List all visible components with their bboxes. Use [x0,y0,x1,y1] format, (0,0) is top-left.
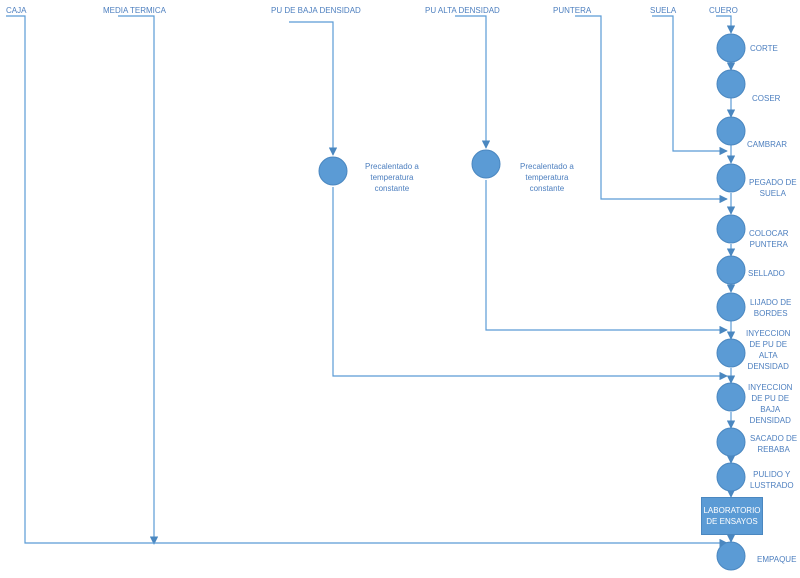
process-colocar-line-1: COLOCAR [749,229,789,238]
preheat-alta-line-2: temperatura [525,173,569,182]
process-lijado-line-1: LIJADO DE [750,298,792,307]
process-cambrar-line-1: CAMBRAR [747,140,788,149]
process-iny-alta-line-1: INYECCION [746,329,791,338]
process-cambrar-label: CAMBRAR [747,139,787,150]
lab-box: LABORATORIO DE ENSAYOS [701,497,763,535]
process-iny-baja-line-3: BAJA [760,405,781,414]
process-iny-alta-line-4: DENSIDAD [747,362,789,371]
process-node-colocar [716,214,746,244]
process-iny-alta-label: INYECCION DE PU DE ALTA DENSIDAD [746,328,790,372]
process-iny-alta-line-2: DE PU DE [749,340,788,349]
preheat-alta-label: Precalentado a temperatura constante [520,161,574,194]
preheat-alta-line-3: constante [529,184,565,193]
flow-preheat-alta-to-iny-alta [485,180,728,335]
process-sacado-label: SACADO DE REBABA [750,433,797,455]
process-empaque-line-1: EMPAQUE [757,555,797,564]
process-coser-line-1: COSER [752,94,781,103]
process-node-pegado [716,163,746,193]
process-iny-baja-label: INYECCION DE PU DE BAJA DENSIDAD [748,382,792,426]
flow-puntera-to-pegado [575,15,728,204]
process-node-iny-alta [716,338,746,368]
flow-pu-alta-to-preheat [455,15,491,149]
process-iny-baja-line-4: DENSIDAD [749,416,791,425]
input-pu-baja-label: PU DE BAJA DENSIDAD [271,6,361,15]
process-colocar-label: COLOCAR PUNTERA [749,228,789,250]
process-corte-label: CORTE [750,43,778,54]
input-suela-label: SUELA [650,6,677,15]
preheat-node-alta [471,149,501,179]
process-node-sellado [716,255,746,285]
process-pulido-label: PULIDO Y LUSTRADO [750,469,794,491]
process-node-lijado [716,292,746,322]
preheat-baja-label: Precalentado a temperatura constante [365,161,419,194]
process-sacado-line-2: REBABA [757,445,790,454]
input-puntera-label: PUNTERA [553,6,592,15]
process-node-sacado [716,427,746,457]
flow-caja-to-empaque [6,15,728,548]
process-iny-alta-line-3: ALTA [758,351,778,360]
flow-suela-to-cambrar [652,15,728,156]
process-corte-line-1: CORTE [750,44,778,53]
process-pegado-line-2: SUELA [759,189,786,198]
process-colocar-line-2: PUNTERA [749,240,788,249]
process-iny-baja-line-1: INYECCION [748,383,793,392]
process-node-iny-baja [716,382,746,412]
process-pulido-line-1: PULIDO Y [753,470,791,479]
process-node-cambrar [716,116,746,146]
process-lijado-line-2: BORDES [753,309,788,318]
preheat-baja-line-3: constante [374,184,410,193]
flow-cuero-to-corte [716,15,736,34]
process-sellado-line-1: SELLADO [748,269,785,278]
preheat-baja-line-2: temperatura [370,173,414,182]
input-media-termica-label: MEDIA TERMICA [103,6,166,15]
process-node-pulido [716,462,746,492]
preheat-alta-line-1: Precalentado a [520,162,574,171]
process-pulido-line-2: LUSTRADO [750,481,794,490]
preheat-baja-line-1: Precalentado a [365,162,419,171]
preheat-node-baja [318,156,348,186]
input-caja-label: CAJA [6,6,27,15]
process-node-corte [716,33,746,63]
process-empaque-label: EMPAQUE [757,554,796,565]
process-pegado-line-1: PEGADO DE [749,178,797,187]
input-cuero-label: CUERO [709,6,738,15]
process-node-coser [716,69,746,99]
process-iny-baja-line-2: DE PU DE [751,394,790,403]
process-lijado-label: LIJADO DE BORDES [750,297,791,319]
process-sacado-line-1: SACADO DE [750,434,798,443]
process-coser-label: COSER [752,93,780,104]
flow-preheat-baja-to-iny-baja [332,187,728,381]
process-sellado-label: SELLADO [748,268,785,279]
lab-line-2: DE ENSAYOS [706,517,758,526]
flow-pu-baja-to-preheat [289,21,338,156]
lab-line-1: LABORATORIO [703,506,761,515]
process-pegado-label: PEGADO DE SUELA [749,177,797,199]
process-node-empaque [716,541,746,571]
flow-media-to-empaque [118,15,159,545]
input-pu-alta-label: PU ALTA DENSIDAD [425,6,500,15]
